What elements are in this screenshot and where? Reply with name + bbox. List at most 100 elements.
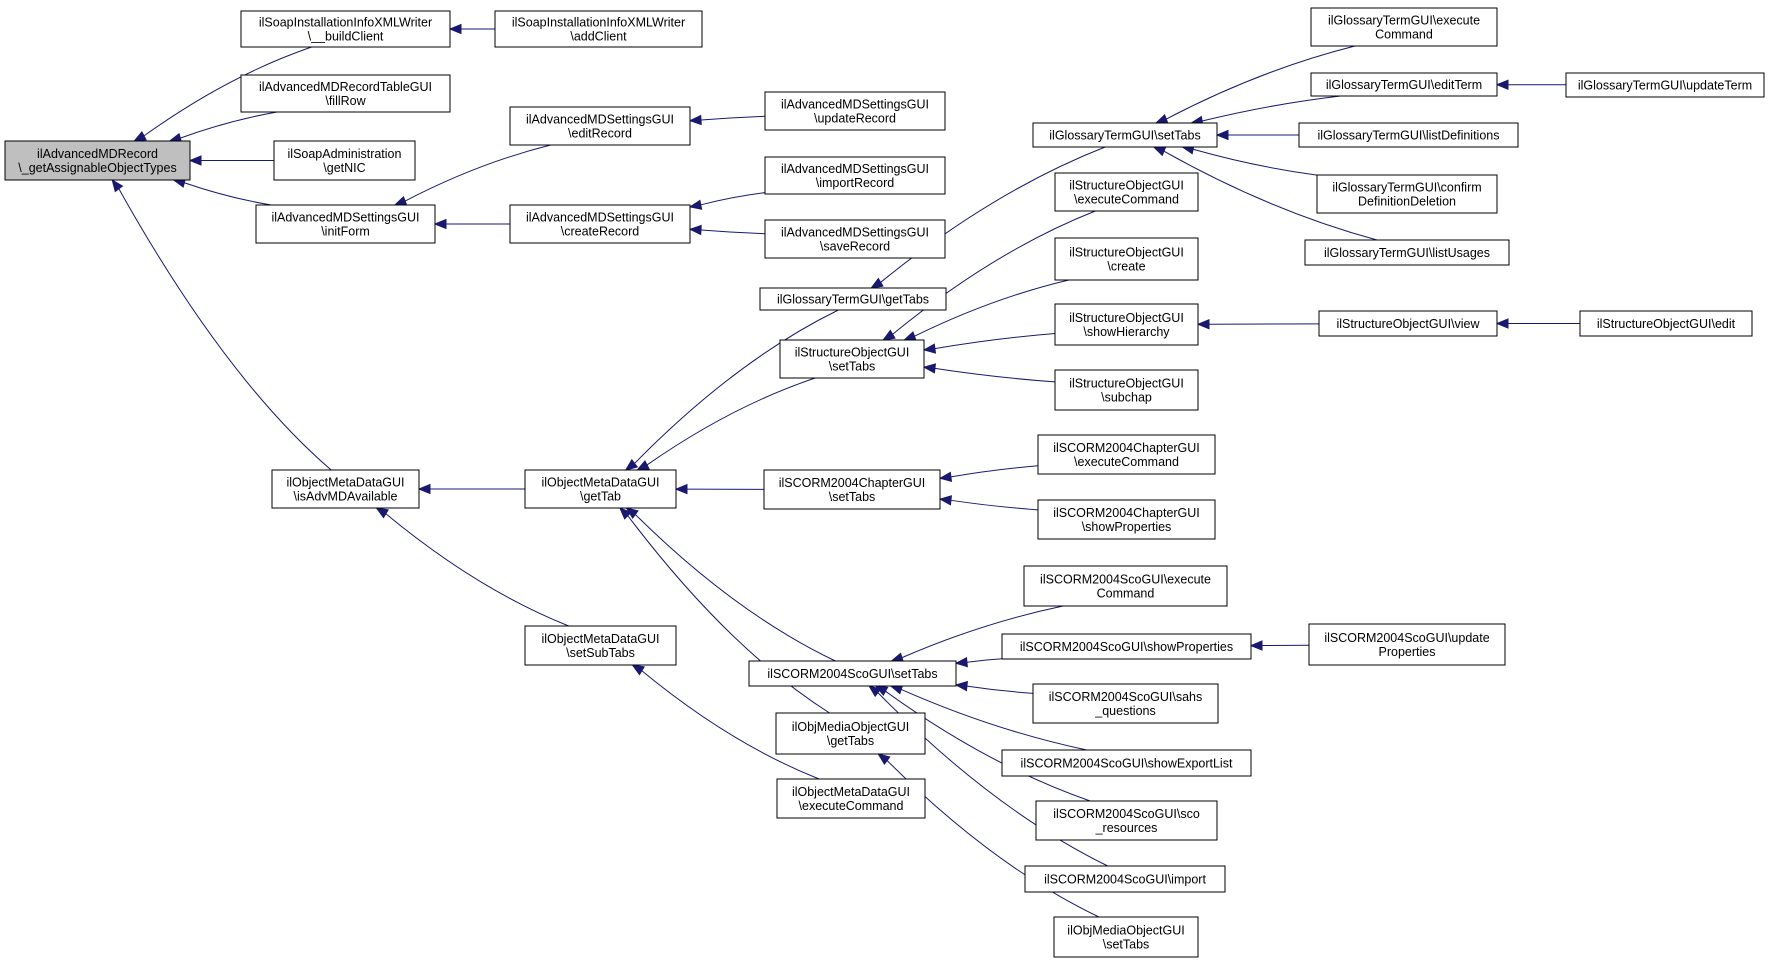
- node-soSubchap[interactable]: ilStructureObjectGUI\subchap: [1054, 369, 1199, 411]
- node-soExec[interactable]: ilStructureObjectGUI\executeCommand: [1054, 172, 1199, 212]
- edge-line: [385, 513, 569, 627]
- node-box: [1023, 565, 1228, 607]
- node-label: _questions: [1094, 704, 1155, 718]
- node-label: Command: [1097, 587, 1155, 601]
- node-root[interactable]: ilAdvancedMDRecord\_getAssignableObjectT…: [4, 140, 191, 181]
- arrowhead-icon: [636, 460, 650, 471]
- edge-line: [627, 515, 830, 714]
- node-box: [1310, 7, 1498, 47]
- node-label: ilSoapInstallationInfoXMLWriter: [512, 16, 685, 30]
- node-label: \__buildClient: [308, 30, 384, 44]
- node-setSubTabs[interactable]: ilObjectMetaDataGUI\setSubTabs: [524, 625, 677, 666]
- edge-line: [934, 332, 1056, 350]
- node-glossConfirm[interactable]: ilGlossaryTermGUI\confirmDefinitionDelet…: [1316, 174, 1498, 214]
- node-initForm[interactable]: ilAdvancedMDSettingsGUI\initForm: [255, 204, 436, 244]
- node-glossEditTerm[interactable]: ilGlossaryTermGUI\editTerm: [1310, 72, 1498, 97]
- node-importRecord[interactable]: ilAdvancedMDSettingsGUI\importRecord: [764, 156, 946, 195]
- node-box: [764, 219, 946, 259]
- node-scoImport[interactable]: ilSCORM2004ScoGUI\import: [1024, 865, 1226, 893]
- arrowhead-icon: [922, 343, 937, 354]
- node-glossUpdateTerm[interactable]: ilGlossaryTermGUI\updateTerm: [1565, 72, 1765, 98]
- node-label: \executeCommand: [1074, 193, 1179, 207]
- node-soEdit[interactable]: ilStructureObjectGUI\edit: [1579, 310, 1753, 337]
- arrowhead-icon: [938, 471, 953, 483]
- node-label: ilStructureObjectGUI: [1069, 179, 1184, 193]
- node-label: ilGlossaryTermGUI\listDefinitions: [1318, 129, 1500, 143]
- node-label: \getTab: [580, 490, 621, 504]
- node-omoSetTabs[interactable]: ilObjMediaObjectGUI\setTabs: [1053, 916, 1199, 958]
- node-saveRecord[interactable]: ilAdvancedMDSettingsGUI\saveRecord: [764, 219, 946, 259]
- edge-soView-to-soShowHier: [1196, 318, 1320, 330]
- edge-line: [118, 188, 332, 471]
- node-scoRes[interactable]: ilSCORM2004ScoGUI\sco_resources: [1035, 800, 1218, 841]
- node-glossListDefs[interactable]: ilGlossaryTermGUI\listDefinitions: [1298, 122, 1519, 148]
- node-glossGetTabs[interactable]: ilGlossaryTermGUI\getTabs: [759, 287, 947, 311]
- node-glossSetTabs[interactable]: ilGlossaryTermGUI\setTabs: [1032, 122, 1218, 148]
- arrowhead-icon: [688, 199, 703, 210]
- node-label: \setSubTabs: [566, 646, 635, 660]
- node-label: ilAdvancedMDRecord: [37, 147, 158, 161]
- node-chSetTabs[interactable]: ilSCORM2004ChapterGUI\setTabs: [763, 469, 941, 510]
- node-scoShowProps[interactable]: ilSCORM2004ScoGUI\showProperties: [1001, 633, 1252, 660]
- edge-soSetTabs-to-getTab: [636, 377, 816, 471]
- node-chExec[interactable]: ilSCORM2004ChapterGUI\executeCommand: [1037, 434, 1216, 475]
- node-label: ilAdvancedMDSettingsGUI: [781, 98, 929, 112]
- node-scoExportList[interactable]: ilSCORM2004ScoGUI\showExportList: [1001, 749, 1252, 777]
- node-scoSetTabs[interactable]: ilSCORM2004ScoGUI\setTabs: [748, 660, 957, 687]
- arrowhead-icon: [674, 483, 688, 495]
- node-label: ilGlossaryTermGUI\listUsages: [1324, 246, 1490, 260]
- node-box: [1032, 122, 1218, 148]
- node-label: ilSCORM2004ScoGUI\showExportList: [1021, 757, 1233, 771]
- node-omdExec[interactable]: ilObjectMetaDataGUI\executeCommand: [776, 778, 926, 819]
- node-updateRecord[interactable]: ilAdvancedMDSettingsGUI\updateRecord: [764, 91, 946, 131]
- edge-chShowProps-to-chSetTabs: [938, 495, 1039, 511]
- node-label: \editRecord: [568, 127, 632, 141]
- node-getTab[interactable]: ilObjectMetaDataGUI\getTab: [524, 469, 677, 509]
- edge-line: [700, 115, 766, 121]
- edge-glossConfirm-to-glossSetTabs: [1181, 144, 1318, 176]
- node-scoExec[interactable]: ilSCORM2004ScoGUI\executeCommand: [1023, 565, 1228, 607]
- node-glossExec[interactable]: ilGlossaryTermGUI\executeCommand: [1310, 7, 1498, 47]
- arrowhead-icon: [1215, 129, 1229, 141]
- node-box: [764, 156, 946, 195]
- node-box: [1001, 633, 1252, 660]
- node-label: ilGlossaryTermGUI\execute: [1328, 14, 1480, 28]
- node-soView[interactable]: ilStructureObjectGUI\view: [1318, 310, 1498, 337]
- node-chShowProps[interactable]: ilSCORM2004ChapterGUI\showProperties: [1037, 499, 1216, 540]
- node-box: [1304, 239, 1510, 266]
- node-label: DefinitionDeletion: [1358, 195, 1456, 209]
- arrowhead-icon: [111, 178, 124, 193]
- edge-soapBuild-to-root: [133, 46, 312, 142]
- edge-scoUpdateProps-to-scoShowProps: [1249, 640, 1310, 651]
- node-label: _resources: [1095, 821, 1158, 835]
- node-soapNic[interactable]: ilSoapAdministration\getNIC: [273, 140, 416, 181]
- node-glossListUsages[interactable]: ilGlossaryTermGUI\listUsages: [1304, 239, 1510, 266]
- edge-line: [914, 279, 1069, 337]
- node-label: \setTabs: [1103, 938, 1150, 952]
- node-label: \subchap: [1101, 391, 1152, 405]
- node-label: \create: [1107, 260, 1145, 274]
- node-label: ilStructureObjectGUI: [1069, 246, 1184, 260]
- node-soapBuild[interactable]: ilSoapInstallationInfoXMLWriter\__buildC…: [240, 10, 451, 48]
- node-label: ilObjectMetaDataGUI: [541, 476, 659, 490]
- edge-glossEditTerm-to-glossSetTabs: [1189, 95, 1341, 127]
- node-tableFill[interactable]: ilAdvancedMDRecordTableGUI\fillRow: [240, 74, 451, 113]
- node-box: [776, 778, 926, 819]
- node-soSetTabs[interactable]: ilStructureObjectGUI\setTabs: [779, 339, 925, 379]
- node-editRecord[interactable]: ilAdvancedMDSettingsGUI\editRecord: [509, 106, 691, 146]
- node-layer: ilAdvancedMDRecord\_getAssignableObjectT…: [4, 7, 1765, 958]
- node-createRecord[interactable]: ilAdvancedMDSettingsGUI\createRecord: [509, 204, 691, 244]
- node-label: ilGlossaryTermGUI\updateTerm: [1578, 79, 1752, 93]
- node-label: ilSoapAdministration: [288, 147, 402, 161]
- node-label: ilGlossaryTermGUI\setTabs: [1049, 129, 1200, 143]
- node-omoGetTabs[interactable]: ilObjMediaObjectGUI\getTabs: [775, 712, 926, 755]
- node-scoSahs[interactable]: ilSCORM2004ScoGUI\sahs_questions: [1032, 683, 1219, 724]
- edge-soapNic-to-root: [188, 155, 274, 166]
- node-soapAdd[interactable]: ilSoapInstallationInfoXMLWriter\addClien…: [494, 10, 703, 48]
- node-soCreate[interactable]: ilStructureObjectGUI\create: [1054, 237, 1199, 281]
- node-soShowHier[interactable]: ilStructureObjectGUI\showHierarchy: [1054, 303, 1199, 346]
- node-label: \getNIC: [323, 161, 365, 175]
- edge-line: [1202, 95, 1341, 122]
- node-isAdv[interactable]: ilObjectMetaDataGUI\isAdvMDAvailable: [271, 469, 420, 509]
